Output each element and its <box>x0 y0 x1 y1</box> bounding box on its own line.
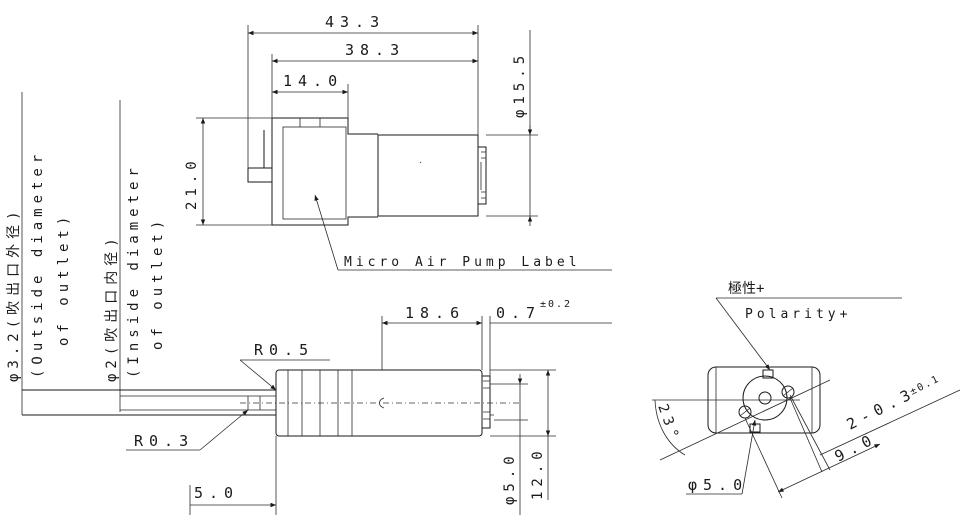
dim-motor-length: 18.6 <box>405 304 465 322</box>
inside-diameter-en-2: of outlet) <box>150 216 166 350</box>
dim-body-length: 38.3 <box>345 41 405 59</box>
dim-shaft-diameter: φ5.0 <box>502 451 518 505</box>
polarity-en: Polarity+ <box>745 307 851 322</box>
end-view: 極性+ Polarity+ 23° 2-0.3 ±0.1 9.0 φ5.0 <box>652 281 961 499</box>
inside-diameter-en-1: (Inside diameter <box>126 163 142 378</box>
dim-terminal: 0.7 <box>496 304 541 322</box>
radius-bottom: R0.3 <box>134 432 194 450</box>
dim-height: 21.0 <box>184 156 200 210</box>
outlet-notes: φ3.2(吹出口外径) (Outside diameter of outlet)… <box>6 92 166 415</box>
dim-terminal-tol: ±0.2 <box>540 299 572 310</box>
outside-diameter-en-1: (Outside diameter <box>30 150 46 378</box>
top-view-label-rect <box>282 126 347 220</box>
inside-diameter-note: φ2(吹出口内径) <box>104 233 120 382</box>
dim-overall-length: 43.3 <box>325 13 385 31</box>
radius-top: R0.5 <box>254 341 314 359</box>
top-view: 43.3 38.3 14.0 21.0 φ15.5 Micro Air Pump… <box>184 13 612 271</box>
dim-holes-tol: ±0.1 <box>908 373 942 397</box>
dim-body-diameter: 12.0 <box>530 446 546 500</box>
dim-center-diameter: φ5.0 <box>688 476 748 494</box>
hole-right <box>781 385 795 399</box>
dim-label-length: 14.0 <box>283 72 343 90</box>
outside-diameter-en-2: of outlet) <box>56 212 72 346</box>
dim-diameter: φ15.5 <box>512 51 528 118</box>
side-view: 18.6 0.7 ±0.2 R0.5 R0.3 5.0 φ5.0 12.0 <box>22 299 612 515</box>
label-callout: Micro Air Pump Label <box>344 255 581 270</box>
outside-diameter-note: φ3.2(吹出口外径) <box>6 206 22 382</box>
top-view-label-area <box>271 117 378 226</box>
dim-nozzle-length: 5.0 <box>194 484 239 502</box>
dim-hole-spacing: 9.0 <box>832 429 880 466</box>
polarity-jp: 極性+ <box>728 281 764 297</box>
dim-holes: 2-0.3 <box>844 383 919 433</box>
dim-angle: 23° <box>654 402 683 445</box>
top-view-body <box>377 134 479 217</box>
